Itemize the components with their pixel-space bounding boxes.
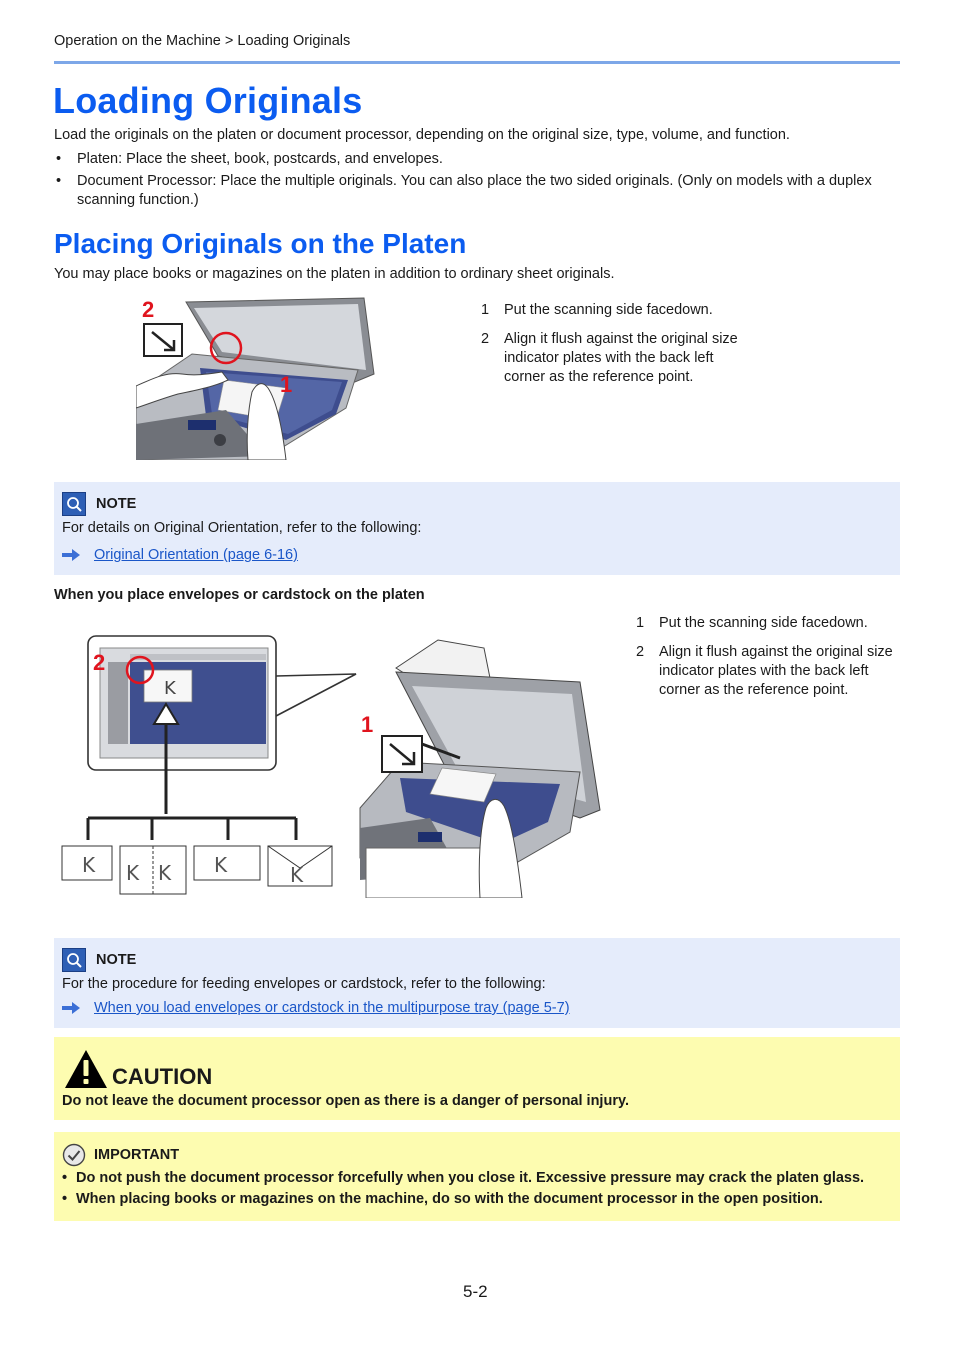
section-intro: You may place books or magazines on the … (54, 266, 615, 282)
svg-text:K: K (214, 853, 228, 877)
warning-triangle-icon (65, 1050, 107, 1088)
page-title: Loading Originals (53, 80, 363, 121)
list-item: •When placing books or magazines on the … (62, 1191, 823, 1207)
breadcrumb: Operation on the Machine > Loading Origi… (54, 33, 351, 49)
note-box-orientation: NOTE For details on Original Orientation… (54, 482, 900, 575)
intro-bullets: •Platen: Place the sheet, book, postcard… (54, 150, 904, 213)
note-header: NOTE (62, 492, 136, 516)
check-circle-icon (62, 1143, 86, 1167)
link-original-orientation[interactable]: Original Orientation (page 6-16) (94, 547, 298, 563)
note-box-envelopes: NOTE For the procedure for feeding envel… (54, 938, 900, 1028)
caution-text: Do not leave the document processor open… (62, 1093, 629, 1109)
link-multipurpose-tray[interactable]: When you load envelopes or cardstock in … (94, 1000, 570, 1016)
platen-envelope-illustration: K K K K K K (61, 635, 601, 898)
note-icon (62, 492, 86, 516)
callout-1: 1 (361, 712, 374, 737)
note-title: NOTE (96, 952, 137, 968)
envelope-heading: When you place envelopes or cardstock on… (54, 587, 425, 603)
list-item: •Platen: Place the sheet, book, postcard… (56, 151, 443, 167)
platen-sheet-illustration (136, 297, 375, 460)
caution-header: CAUTION (64, 1049, 212, 1089)
caution-title: CAUTION (112, 1064, 213, 1089)
important-title: IMPORTANT (94, 1147, 180, 1163)
svg-text:K: K (126, 861, 140, 885)
note-title: NOTE (96, 496, 137, 512)
note-link-row: Original Orientation (page 6-16) (62, 547, 298, 563)
intro-text: Load the originals on the platen or docu… (54, 127, 790, 143)
callout-2: 2 (93, 650, 106, 675)
callout-1: 1 (280, 372, 293, 397)
important-header: IMPORTANT (62, 1143, 179, 1167)
note-header: NOTE (62, 948, 136, 972)
svg-text:K: K (158, 861, 172, 885)
list-item: •Do not push the document processor forc… (62, 1170, 865, 1186)
note-icon (62, 948, 86, 972)
svg-text:K: K (82, 853, 96, 877)
caution-box: CAUTION Do not leave the document proces… (54, 1037, 900, 1120)
note-link-row: When you load envelopes or cardstock in … (62, 1000, 570, 1016)
note-text: For the procedure for feeding envelopes … (62, 976, 546, 992)
list-item: •Document Processor: Place the multiple … (56, 173, 872, 208)
svg-text:K: K (290, 863, 304, 887)
note-text: For details on Original Orientation, ref… (62, 520, 422, 536)
arrow-right-icon (62, 549, 80, 561)
callout-2: 2 (142, 297, 155, 322)
header-rule (54, 61, 900, 64)
important-box: IMPORTANT •Do not push the document proc… (54, 1132, 900, 1221)
arrow-right-icon (62, 1002, 80, 1014)
svg-text:K: K (164, 678, 177, 699)
page-number: 5-2 (463, 1282, 488, 1301)
important-list: •Do not push the document processor forc… (62, 1170, 864, 1212)
section-title: Placing Originals on the Platen (54, 228, 467, 259)
